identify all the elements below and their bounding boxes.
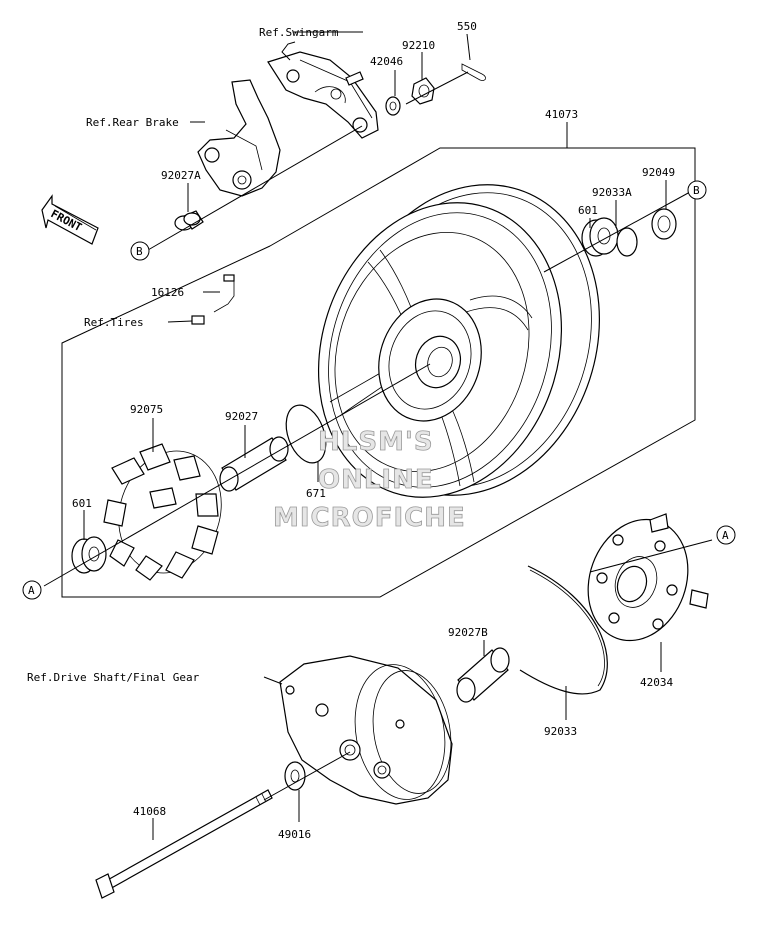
axle-41068 [95, 789, 273, 899]
label-16126: 16126 [151, 286, 184, 299]
label-92027b: 92027B [448, 626, 488, 639]
ref-marker-a-right: A [716, 525, 736, 545]
label-42034: 42034 [640, 676, 673, 689]
label-41073: 41073 [545, 108, 578, 121]
coupling-hub-42034 [587, 513, 709, 642]
label-92210: 92210 [402, 39, 435, 52]
svg-text:B: B [693, 184, 700, 197]
final-gear-case [279, 655, 453, 805]
washer-42046 [385, 96, 401, 116]
label-92049: 92049 [642, 166, 675, 179]
label-ref-swingarm: Ref.Swingarm [259, 26, 339, 39]
watermark: HLSM'S ONLINE MICROFICHE [273, 427, 466, 534]
collar-92027b [456, 647, 510, 703]
watermark-line3: MICROFICHE [273, 503, 466, 533]
label-671: 671 [306, 487, 326, 500]
label-ref-drive-shaft: Ref.Drive Shaft/Final Gear [27, 671, 200, 684]
ref-marker-b-left: B [130, 241, 150, 261]
front-direction-arrow: FRONT [41, 194, 99, 245]
label-92075: 92075 [130, 403, 163, 416]
circlip-92033a [616, 227, 638, 257]
collar-92027 [219, 436, 289, 492]
label-ref-rear-brake: Ref.Rear Brake [86, 116, 179, 129]
seal-92049 [651, 208, 677, 240]
nut-92210 [411, 77, 435, 105]
svg-text:A: A [28, 584, 35, 597]
label-41068: 41068 [133, 805, 166, 818]
label-601-top: 601 [578, 204, 598, 217]
assembly-boundary-box [61, 147, 696, 598]
bearing-601-left [71, 536, 107, 574]
bearing-601-right [581, 217, 619, 257]
circlip-92033 [519, 565, 608, 695]
air-valve-16126 [191, 274, 235, 325]
cotter-pin-550 [461, 63, 486, 81]
ref-marker-a-left: A [22, 580, 42, 600]
damper-92075 [103, 443, 222, 581]
label-ref-tires: Ref.Tires [84, 316, 144, 329]
label-92033a: 92033A [592, 186, 632, 199]
o-ring-671 [285, 404, 327, 464]
leader-lines [43, 31, 713, 840]
label-92033: 92033 [544, 725, 577, 738]
ref-marker-b-right: B [687, 180, 707, 200]
rear-wheel-41073 [317, 184, 600, 498]
swingarm-bracket [267, 51, 379, 139]
label-42046: 42046 [370, 55, 403, 68]
label-49016: 49016 [278, 828, 311, 841]
watermark-line2: ONLINE [318, 465, 434, 495]
svg-text:A: A [722, 529, 729, 542]
label-92027: 92027 [225, 410, 258, 423]
label-550: 550 [457, 20, 477, 33]
label-92027a: 92027A [161, 169, 201, 182]
svg-text:B: B [136, 245, 143, 258]
washer-49016 [284, 761, 306, 791]
watermark-line1: HLSM'S [318, 427, 434, 457]
label-601-left: 601 [72, 497, 92, 510]
rear-brake-bracket [197, 79, 281, 197]
